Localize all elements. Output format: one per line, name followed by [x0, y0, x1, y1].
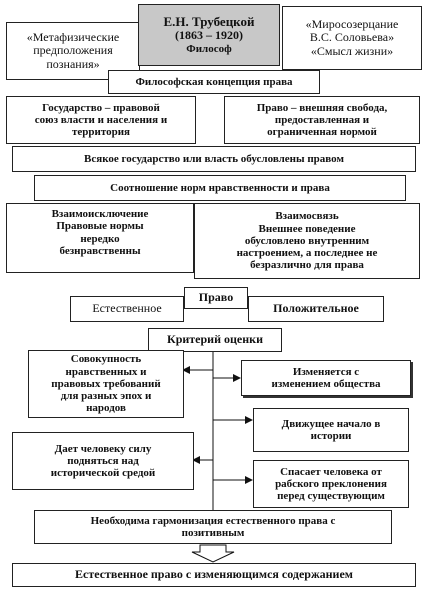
criterion-box: Критерий оценки — [148, 328, 282, 352]
law-line3: ограниченная нормой — [267, 126, 377, 139]
power-box: Дает человеку силу подняться над историч… — [12, 432, 194, 490]
positive-box: Положительное — [248, 296, 384, 322]
relation-box: Взаимосвязь Внешнее поведение обусловлен… — [194, 203, 420, 279]
changes-box: Изменяется с изменением общества — [241, 360, 411, 396]
metaphysical-line2: предположения — [33, 43, 113, 58]
state-line3: территория — [71, 126, 131, 139]
author-years: (1863 – 1920) — [175, 28, 243, 43]
concept-box: Философская концепция права — [108, 70, 320, 94]
relation-line3: обусловлено внутренним — [244, 234, 370, 247]
totality-line5: народов — [86, 402, 126, 415]
exclusion-box: Взаимоисключение Правовые нормы нередко … — [6, 203, 194, 273]
worldview-line2: В.С. Соловьева» — [309, 30, 395, 45]
author-name: Е.Н. Трубецкой — [163, 13, 255, 29]
positive-label: Положительное — [273, 301, 359, 316]
pravo-label: Право — [198, 290, 234, 305]
all-state-box: Всякое государство или власть обусловлен… — [12, 146, 416, 172]
all-state-label: Всякое государство или власть обусловлен… — [84, 152, 344, 165]
harmonize-line2: позитивным — [181, 527, 245, 539]
driving-line2: истории — [310, 430, 352, 442]
author-box: Е.Н. Трубецкой (1863 – 1920) Философ — [138, 4, 280, 66]
totality-line1: Совокупность — [70, 353, 142, 366]
totality-line3: правовых требований — [51, 377, 161, 390]
state-box: Государство – правовой союз власти и нас… — [6, 96, 196, 144]
driving-box: Движущее начало в истории — [253, 408, 409, 452]
ratio-label: Соотношение норм нравственности и права — [110, 181, 330, 194]
concept-label: Философская концепция права — [135, 75, 293, 88]
natural-box: Естественное — [70, 296, 184, 322]
relation-line5: безразлично для права — [250, 259, 364, 272]
harmonize-line1: Необходима гармонизация естественного пр… — [90, 514, 336, 527]
exclusion-line3: нередко — [80, 232, 120, 245]
power-line1: Дает человеку силу — [54, 442, 152, 455]
metaphysical-line1: «Метафизические — [26, 29, 120, 44]
totality-box: Совокупность нравственных и правовых тре… — [28, 350, 184, 418]
totality-line2: нравственных и — [65, 365, 147, 378]
worldview-box: «Миросозерцание В.С. Соловьева» «Смысл ж… — [282, 6, 422, 70]
harmonize-box: Необходима гармонизация естественного пр… — [34, 510, 392, 544]
metaphysical-line3: познания» — [46, 56, 100, 71]
power-line3: исторической средой — [50, 467, 156, 480]
worldview-line3: «Смысл жизни» — [310, 43, 394, 58]
ratio-box: Соотношение норм нравственности и права — [34, 175, 406, 201]
saves-line1: Спасает человека от — [280, 465, 382, 478]
saves-box: Спасает человека от рабского преклонения… — [253, 460, 409, 508]
changes-line2: изменением общества — [271, 378, 381, 390]
exclusion-line4: безнравственны — [59, 244, 141, 257]
relation-line1: Взаимосвязь — [275, 210, 339, 223]
state-line1: Государство – правовой — [42, 101, 160, 114]
pravo-box: Право — [184, 287, 248, 309]
state-line2: союз власти и населения и — [34, 113, 168, 126]
saves-line2: рабского преклонения — [275, 477, 387, 490]
final-box: Естественное право с изменяющимся содерж… — [12, 563, 416, 587]
worldview-line1: «Миросозерцание — [305, 16, 399, 31]
relation-line4: настроением, а последнее не — [236, 247, 378, 260]
relation-line2: Внешнее поведение — [258, 222, 356, 235]
law-box: Право – внешняя свобода, предоставленная… — [224, 96, 420, 144]
exclusion-line1: Взаимоисключение — [51, 208, 149, 220]
totality-line4: для разных эпох и — [60, 390, 152, 403]
metaphysical-box: «Метафизические предположения познания» — [6, 22, 140, 80]
natural-label: Естественное — [92, 301, 162, 316]
final-label: Естественное право с изменяющимся содерж… — [75, 567, 353, 582]
driving-line1: Движущее начало в — [281, 417, 381, 430]
exclusion-line2: Правовые нормы — [56, 220, 144, 233]
law-line1: Право – внешняя свобода, — [256, 101, 388, 114]
saves-line3: перед существующим — [277, 490, 385, 503]
criterion-label: Критерий оценки — [167, 332, 263, 347]
changes-line1: Изменяется с — [292, 365, 360, 378]
down-block-arrow — [191, 544, 235, 563]
power-line2: подняться над — [67, 454, 139, 467]
law-line2: предоставленная и — [274, 113, 370, 126]
author-role: Философ — [186, 42, 232, 55]
